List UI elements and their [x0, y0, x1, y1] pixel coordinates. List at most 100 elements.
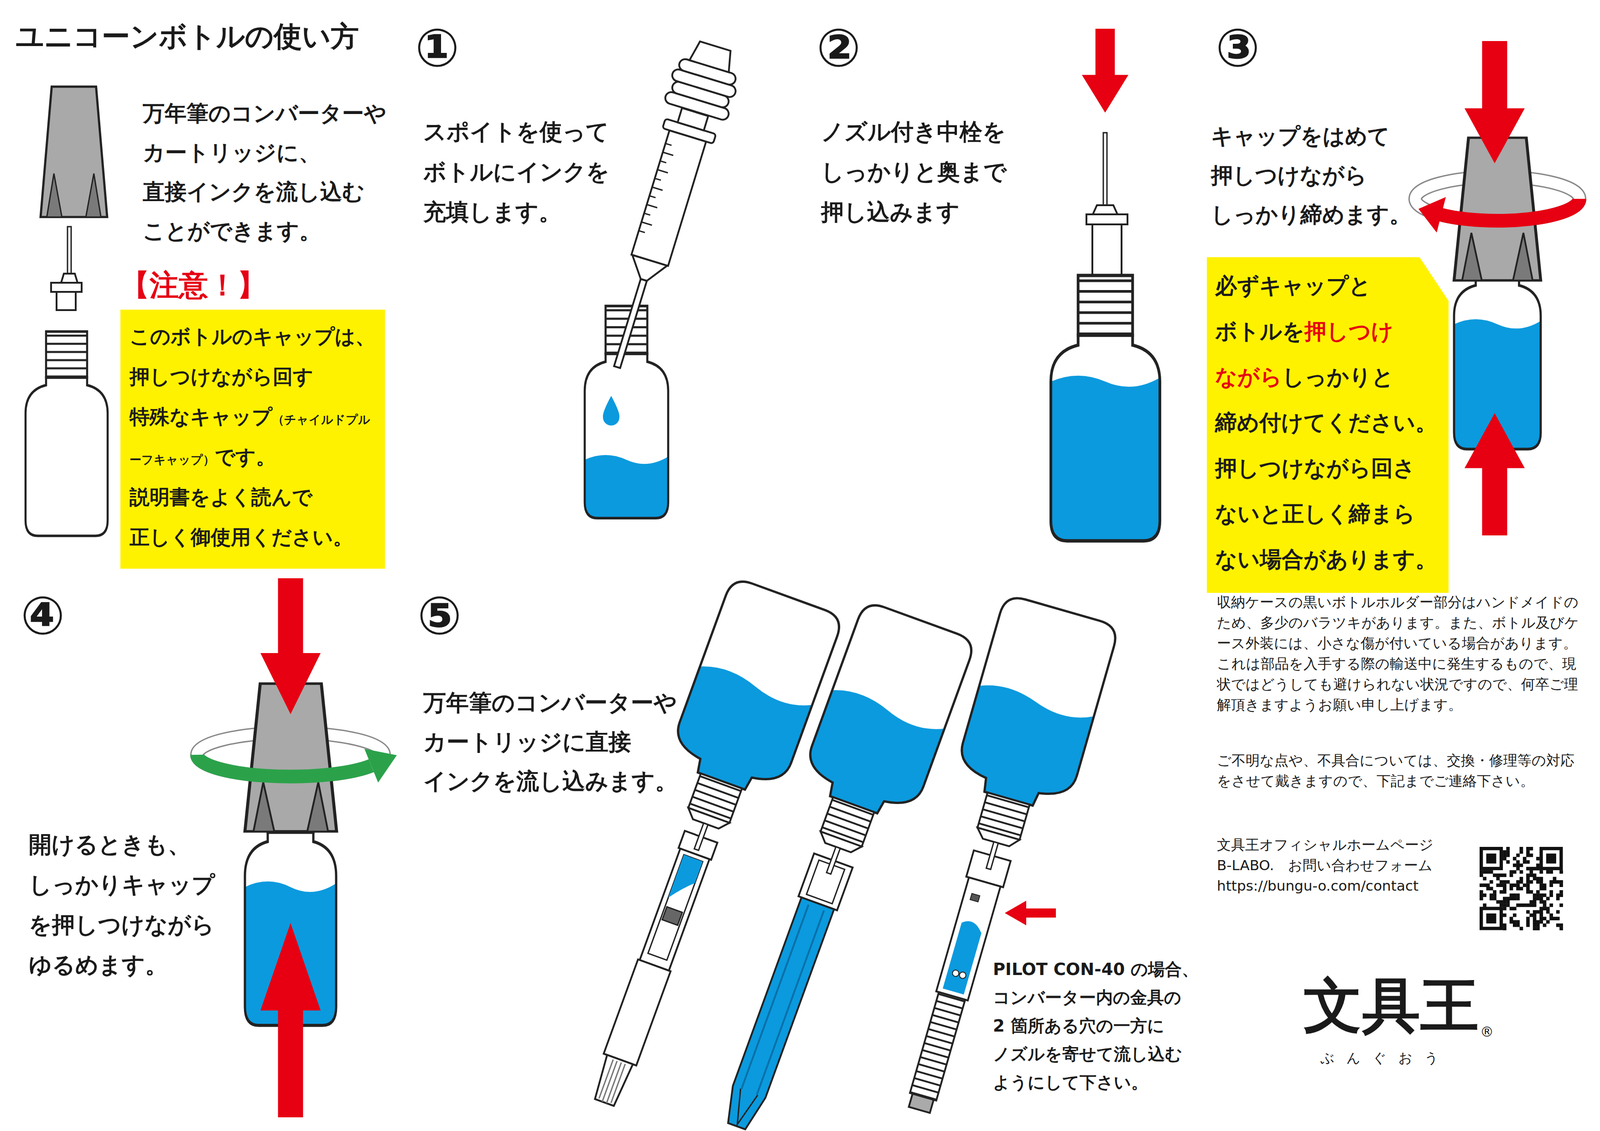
qr-module: [1542, 883, 1547, 888]
caution-box: 必ずキャップと ボトルを押しつけ ながらしっかりと 締め付けてください。 押しつ…: [1206, 257, 1449, 593]
title: ユニコーンボトルの使い方: [15, 18, 359, 55]
qr-module: [1559, 923, 1564, 928]
qr-module: [1549, 883, 1554, 888]
qr-module: [1512, 857, 1517, 861]
bottle-with-syringe-part: [602, 395, 620, 426]
filling-pens-part-part: [806, 860, 845, 904]
qr-module: [1509, 887, 1514, 891]
qr-module: [1532, 877, 1537, 881]
filling-pens-part-part: [741, 904, 825, 1095]
qr-module: [1536, 893, 1540, 898]
qr-module: [1553, 880, 1557, 884]
qr-module: [1489, 897, 1494, 901]
qr-module: [1526, 903, 1530, 908]
qr-module: [1546, 897, 1550, 901]
qr-module: [1482, 870, 1487, 874]
caution-text: このボトルのキャップは、 押しつけながら回す 特殊なキャップ: [129, 324, 376, 429]
qr-module: [1522, 857, 1527, 861]
qr-module: [1486, 887, 1491, 891]
qr-module: [1542, 887, 1547, 891]
bottle-with-nozzle: [1050, 28, 1160, 541]
qr-module: [1526, 883, 1530, 888]
qr-module: [1482, 877, 1487, 881]
bottle-with-nozzle-part: [1092, 224, 1122, 276]
filling-pens-part-part: [909, 1093, 934, 1113]
qr-module: [1556, 923, 1560, 928]
capped-bottle-closing-part: [1464, 41, 1525, 164]
qr-module: [1526, 846, 1530, 851]
qr-module: [1509, 873, 1514, 878]
qr-module: [1482, 893, 1487, 898]
exploded-bottle-part: [56, 291, 76, 311]
contact-line: B-LABO. お問い合わせフォーム: [1216, 855, 1433, 876]
qr-module: [1516, 893, 1520, 898]
qr-module: [1502, 880, 1507, 884]
qr-module: [1492, 897, 1497, 901]
bottle-with-nozzle-part: [1092, 205, 1118, 215]
qr-module: [1546, 910, 1550, 915]
qr-module: [1519, 880, 1524, 884]
bottle-with-nozzle-part: [1050, 275, 1160, 541]
registered-mark: ®: [1480, 1023, 1494, 1041]
exploded-bottle-part: [40, 86, 108, 218]
qr-module: [1532, 867, 1537, 871]
qr-module: [1539, 877, 1543, 881]
filling-pens-part: [1004, 900, 1056, 926]
qr-module: [1532, 910, 1537, 915]
qr-module: [1519, 903, 1524, 908]
qr-finder: [1482, 850, 1500, 868]
qr-module: [1529, 867, 1534, 871]
filling-pens-part-part: [648, 854, 703, 961]
brand-reading: ぶんぐおう: [1320, 1049, 1451, 1068]
qr-module: [1526, 910, 1530, 915]
step-text: スポイトを使って ボトルにインクを 充填します。: [423, 111, 610, 233]
qr-module: [1486, 883, 1491, 888]
bottle-with-nozzle-part: [1103, 132, 1107, 206]
qr-module: [1502, 853, 1507, 858]
qr-module: [1556, 910, 1560, 915]
qr-module: [1479, 897, 1484, 901]
qr-module: [1512, 883, 1517, 888]
qr-module: [1502, 926, 1507, 931]
qr-module: [1526, 860, 1530, 864]
qr-module: [1556, 897, 1560, 901]
qr-module: [1526, 916, 1530, 921]
qr-module: [1529, 880, 1534, 884]
bottle-with-syringe: [584, 36, 747, 519]
qr-module: [1539, 880, 1543, 884]
qr-module: [1499, 873, 1504, 878]
qr-module: [1526, 890, 1530, 894]
filling-pens-part-part: [640, 576, 845, 870]
qr-module: [1539, 913, 1543, 918]
qr-module: [1539, 906, 1543, 911]
qr-module: [1526, 867, 1530, 871]
bottle-with-nozzle-part: [1081, 28, 1129, 113]
qr-module: [1542, 900, 1547, 904]
qr-module: [1509, 883, 1514, 888]
filling-pens-part-part: [951, 969, 960, 977]
qr-module: [1509, 916, 1514, 921]
caution-box: 【注意！】このボトルのキャップは、 押しつけながら回す 特殊なキャップ（チャイル…: [120, 266, 385, 569]
qr-module: [1532, 873, 1537, 878]
qr-module: [1486, 870, 1491, 874]
step-number: ①: [415, 18, 460, 78]
qr-module: [1549, 880, 1554, 884]
step-text: 万年筆のコンバーターや カートリッジに直接 インクを流し込みます。: [423, 683, 678, 801]
qr-module: [1502, 913, 1507, 918]
qr-module: [1496, 877, 1501, 881]
qr-finder: [1479, 846, 1503, 871]
qr-module: [1539, 916, 1543, 921]
qr-module: [1516, 887, 1520, 891]
qr-module: [1496, 883, 1501, 888]
bottle-with-nozzle-part-part: [1050, 275, 1160, 541]
qr-module: [1506, 850, 1510, 854]
qr-module: [1529, 853, 1534, 858]
bottle-with-syringe-part-part: [689, 40, 736, 73]
filling-pens-part-part: [603, 959, 671, 1066]
qr-module: [1519, 926, 1524, 931]
qr-module: [1512, 870, 1517, 874]
qr-module: [1529, 870, 1534, 874]
qr-module: [1519, 846, 1524, 851]
qr-module: [1556, 916, 1560, 921]
qr-module: [1512, 913, 1517, 918]
